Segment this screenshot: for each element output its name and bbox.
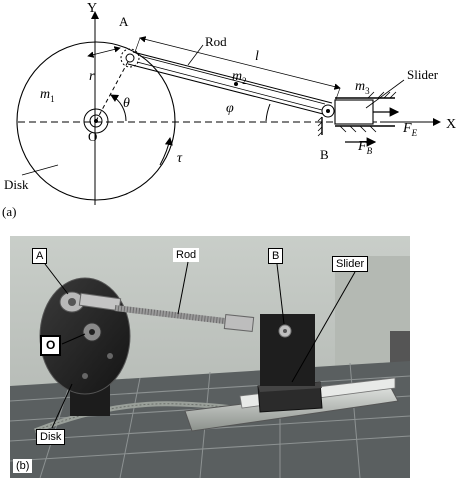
- angle-phi-label: φ: [226, 101, 234, 116]
- photo-tag-a: A: [32, 248, 48, 265]
- disk-label: Disk: [4, 177, 29, 192]
- angle-theta-label: θ: [123, 96, 130, 111]
- torque-tau-label: τ: [177, 151, 183, 166]
- y-axis-label: Y: [87, 1, 98, 16]
- pin-b: [317, 104, 335, 137]
- mass-m3-label: m3: [355, 79, 370, 96]
- rod-leader: [187, 44, 204, 66]
- photo-tag-slider: Slider: [332, 256, 369, 273]
- experimental-setup-photo: A Rod B Slider O Disk (b): [10, 236, 410, 478]
- phi-arc: [265, 103, 271, 122]
- panel-b-label: (b): [13, 459, 33, 474]
- mass-m2-label: m2: [232, 69, 247, 86]
- force-fe-label: FE: [403, 121, 418, 138]
- slider-leader: [365, 79, 405, 109]
- photo-tag-disk: Disk: [36, 429, 66, 446]
- pin-a: [120, 48, 140, 68]
- photo-tag-rod: Rod: [173, 248, 200, 263]
- photo-tag-b: B: [268, 248, 284, 265]
- x-axis-label: X: [446, 117, 457, 132]
- torque-arrow: [159, 137, 173, 166]
- disk-leader: [21, 164, 59, 176]
- slider-block: [334, 91, 397, 133]
- point-o-label: O: [88, 129, 98, 144]
- point-a-label: A: [119, 14, 129, 29]
- crank-radius: [87, 46, 131, 122]
- rod-label: Rod: [205, 34, 227, 49]
- mass-m1-label: m1: [40, 87, 55, 104]
- slider-label: Slider: [407, 67, 439, 82]
- photo-illustration: [10, 236, 410, 478]
- disk: [16, 41, 176, 201]
- photo-tag-o: O: [40, 335, 62, 357]
- mechanism-schematic: [16, 11, 441, 205]
- length-l-label: l: [255, 49, 259, 64]
- panel-a-label: (a): [2, 204, 17, 219]
- force-fb-label: FB: [358, 139, 373, 156]
- radius-r-label: r: [89, 69, 95, 84]
- theta-arc: [110, 94, 127, 122]
- point-b-label: B: [320, 147, 329, 162]
